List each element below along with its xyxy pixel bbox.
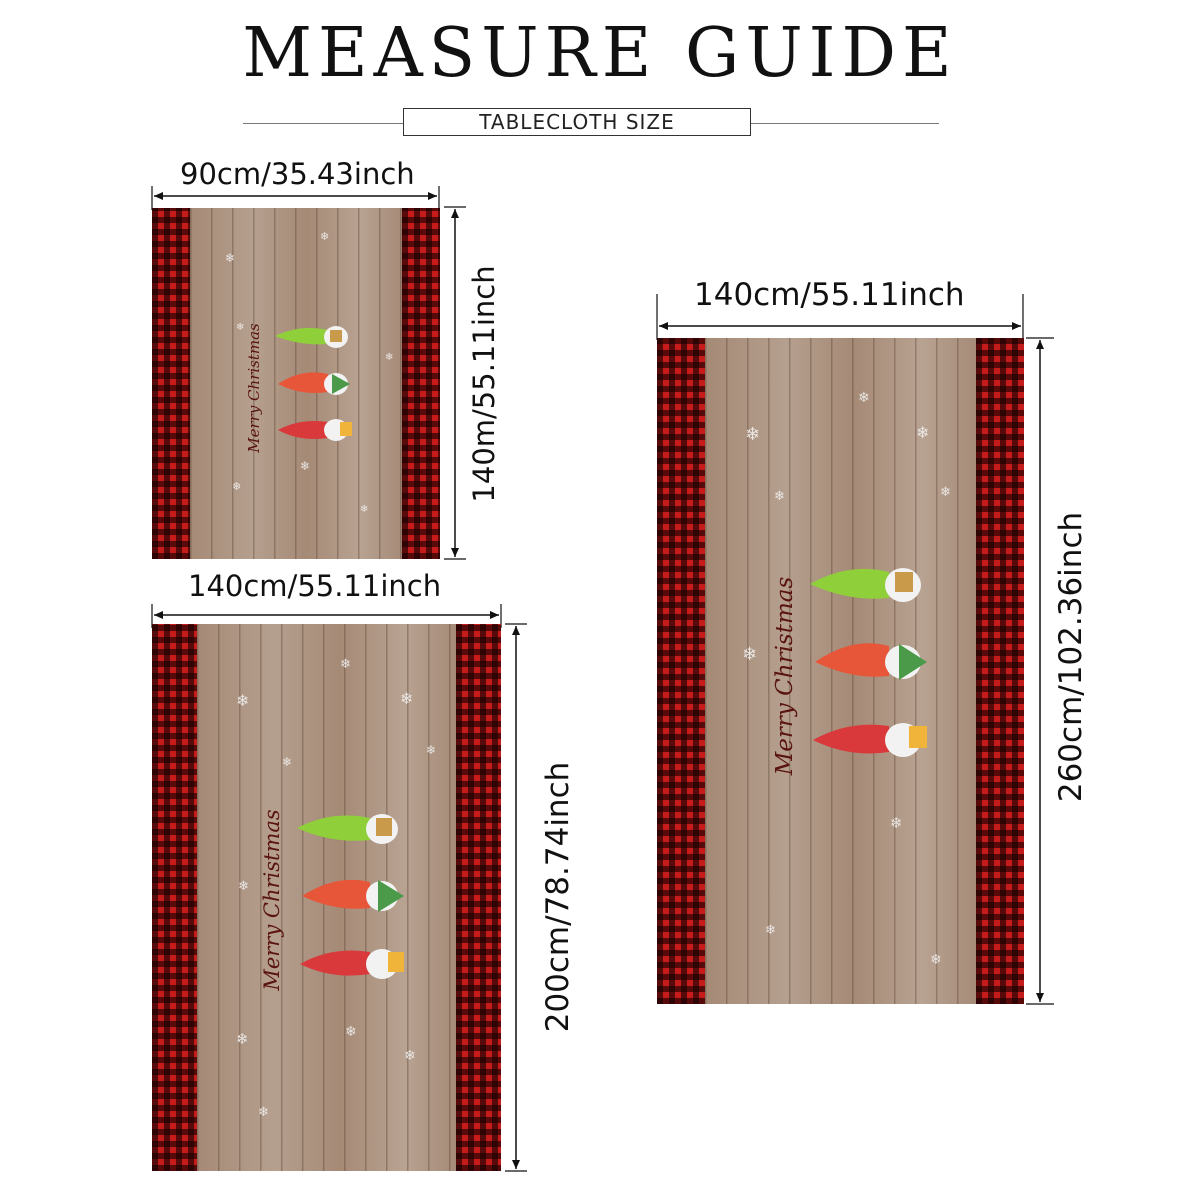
subtitle-box: TABLECLOTH SIZE <box>403 108 751 136</box>
cloth2-width-label: 140cm/55.11inch <box>188 569 442 603</box>
divider-left <box>243 123 403 124</box>
plaid-border-left <box>152 624 197 1171</box>
cloth2-height-arrow <box>505 623 527 1172</box>
merry-christmas-text: Merry Christmas <box>245 323 263 453</box>
plaid-border-right <box>976 338 1024 1004</box>
tablecloth-large: Merry Christmas <box>657 338 1024 1004</box>
cloth3-width-arrow <box>656 294 1024 340</box>
page-title: MEASURE GUIDE <box>242 14 958 93</box>
cloth1-height-arrow <box>444 206 466 560</box>
cloth2-height-label: 200cm/78.74inch <box>540 761 576 1033</box>
plaid-border-right <box>402 208 440 559</box>
cloth1-height-label: 140m/55.11inch <box>467 265 501 503</box>
divider-right <box>751 123 939 124</box>
tablecloth-small: Merry Christmas <box>152 208 440 559</box>
cloth1-width-label: 90cm/35.43inch <box>180 157 415 191</box>
tablecloth-medium: Merry Christmas <box>152 624 501 1171</box>
merry-christmas-text: Merry Christmas <box>772 576 798 776</box>
plaid-border-left <box>657 338 705 1004</box>
cloth3-width-label: 140cm/55.11inch <box>694 277 965 313</box>
cloth3-height-label: 260cm/102.36inch <box>1053 511 1089 803</box>
gnome-illustration <box>297 814 404 979</box>
plaid-border-right <box>456 624 501 1171</box>
gnome-illustration <box>810 568 927 757</box>
cloth3-height-arrow <box>1026 337 1054 1005</box>
plaid-border-left <box>152 208 190 559</box>
cloth1-width-arrow <box>151 186 440 210</box>
gnome-illustration <box>275 326 352 441</box>
merry-christmas-text: Merry Christmas <box>260 809 284 991</box>
